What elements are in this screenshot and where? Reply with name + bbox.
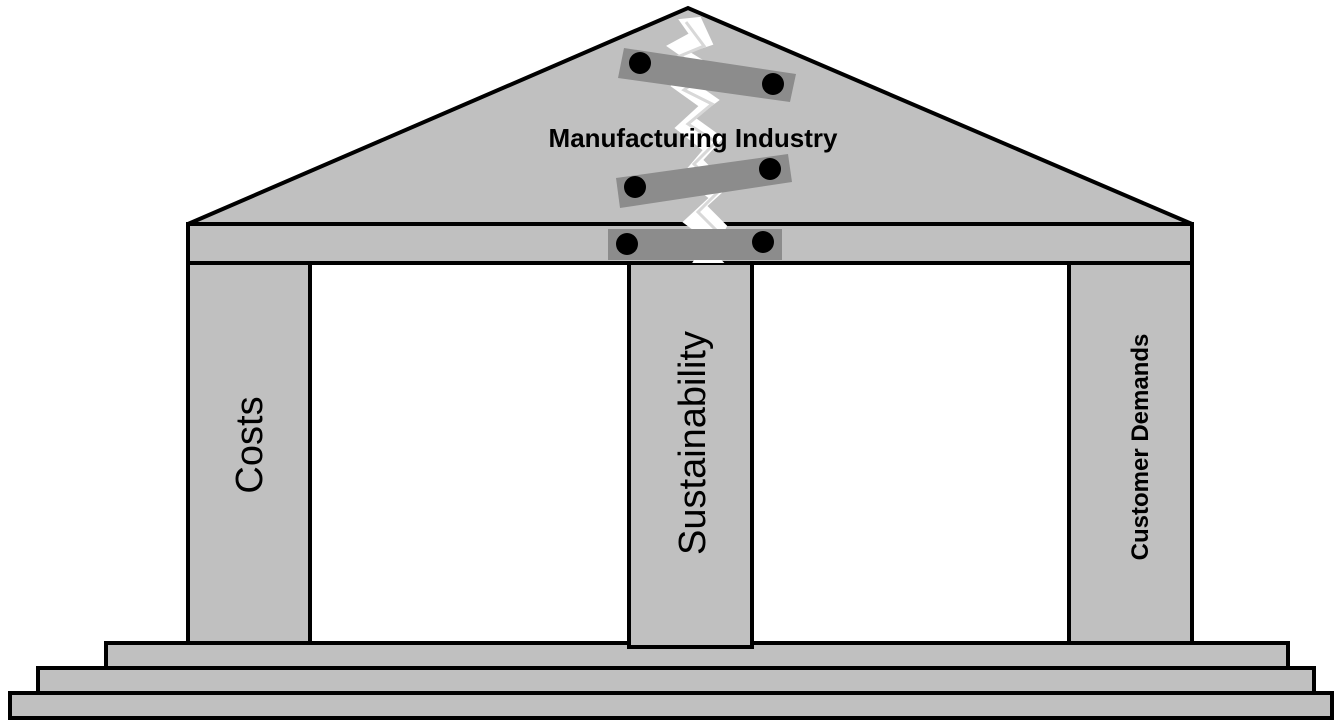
pillar-left-label: Costs [229, 396, 271, 493]
base-step-middle [36, 666, 1316, 695]
pillar-center-label: Sustainability [672, 331, 714, 555]
splint-middle-bolt-right [759, 158, 781, 180]
pillar-right-label: Customer Demands [1127, 334, 1154, 561]
pillar-left [186, 260, 312, 645]
splint-middle [616, 154, 792, 208]
splint-top-bolt-right [762, 73, 784, 95]
splint-bottom-bolt-right [752, 231, 774, 253]
pillar-right [1067, 260, 1194, 645]
splint-middle-bolt-left [624, 176, 646, 198]
splint-top [618, 48, 796, 102]
roof-label: Manufacturing Industry [549, 123, 838, 153]
crack-edge [676, 21, 723, 257]
splint-top-bolt-left [629, 52, 651, 74]
splint-bottom-bolt-left [616, 233, 638, 255]
base-step-bottom [8, 691, 1334, 720]
